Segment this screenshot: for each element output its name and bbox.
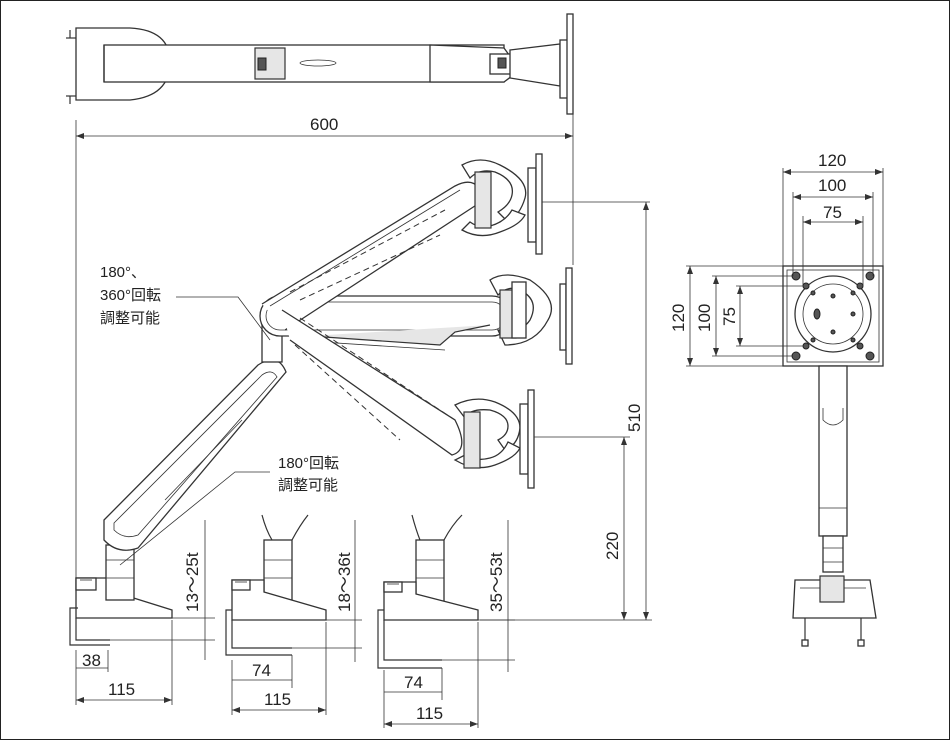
note-arm-line1: 180°回転 — [278, 455, 339, 472]
clamp-a-dimensions — [75, 520, 215, 705]
clamp-b — [225, 514, 362, 715]
label-clamp-a-width: 115 — [108, 680, 135, 699]
label-front-100: 100 — [818, 176, 846, 195]
note-joint-line3: 調整可能 — [100, 310, 160, 327]
note-joint-line1: 180°、 — [100, 264, 146, 281]
label-clamp-b-thickness: 18～36t — [335, 552, 354, 612]
note-arm-line2: 調整可能 — [278, 477, 338, 494]
side-view-arm — [69, 153, 573, 646]
label-220: 220 — [603, 532, 622, 560]
dimension-510 — [542, 201, 650, 620]
front-view — [782, 265, 884, 647]
clamp-c — [377, 514, 515, 728]
label-clamp-c-width: 115 — [416, 704, 443, 723]
label-clamp-a-thickness: 13～25t — [183, 552, 202, 612]
label-side-75: 75 — [720, 307, 739, 326]
label-clamp-c-thickness: 35～53t — [487, 552, 506, 612]
label-clamp-c-inner: 74 — [404, 673, 423, 692]
front-dimensions — [686, 168, 884, 367]
label-front-75: 75 — [823, 203, 842, 222]
rotation-note-leaders — [119, 296, 271, 566]
top-view — [66, 13, 574, 115]
label-510: 510 — [625, 404, 644, 432]
note-joint-line2: 360°回転 — [100, 287, 161, 304]
label-clamp-b-inner: 74 — [252, 661, 271, 680]
label-600: 600 — [310, 115, 338, 134]
label-clamp-b-width: 115 — [264, 690, 291, 709]
label-side-120: 120 — [669, 304, 688, 332]
dimension-600 — [75, 100, 574, 585]
label-side-100: 100 — [695, 304, 714, 332]
label-clamp-a-depth: 38 — [82, 651, 101, 670]
label-front-120: 120 — [818, 151, 846, 170]
